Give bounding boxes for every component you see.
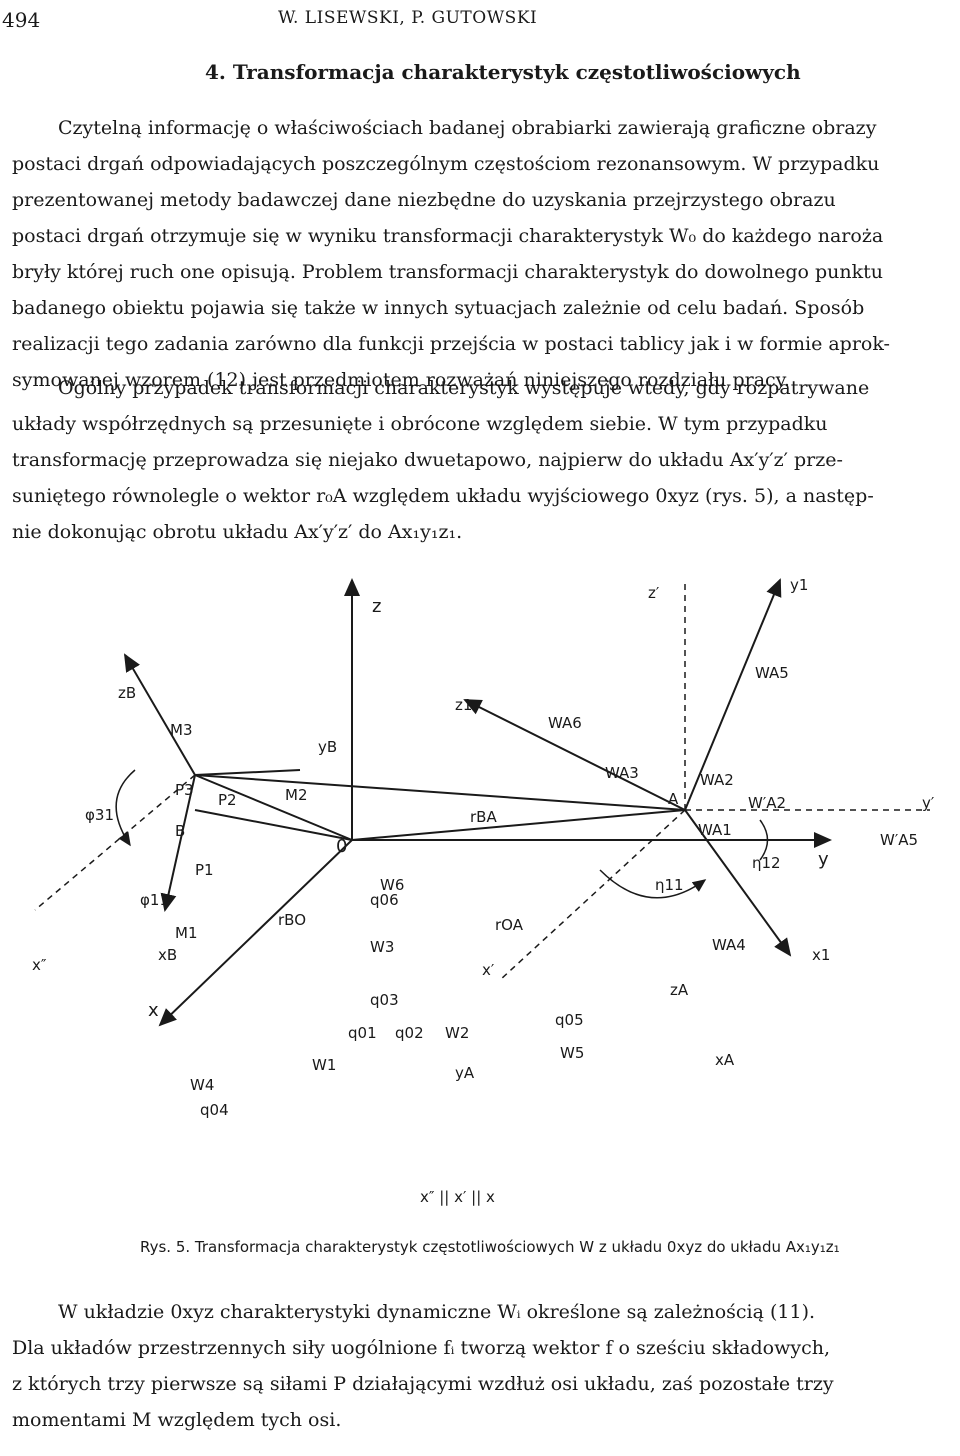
label-W2: W2 xyxy=(445,1024,469,1042)
label-q01: q01 xyxy=(348,1024,377,1042)
label-phi11: φ11 xyxy=(140,891,169,909)
label-P3: P3 xyxy=(175,781,194,799)
text-line: symowanej wzorem (12) jest przedmiotem r… xyxy=(12,369,790,391)
text-line: Dla układów przestrzennych siły uogólnio… xyxy=(12,1337,831,1359)
label-q03: q03 xyxy=(370,991,399,1009)
text-line: postaci drgań odpowiadających poszczegól… xyxy=(12,153,880,175)
label-W6: W6 xyxy=(380,876,404,894)
page-number: 494 xyxy=(2,8,41,32)
label-z1: z1 xyxy=(455,696,472,714)
axis-x1 xyxy=(684,809,792,957)
label-y1: y1 xyxy=(790,576,808,594)
axis-x xyxy=(158,839,353,1027)
label-yp: y′ xyxy=(922,794,935,812)
label-xA: xA xyxy=(715,1051,735,1069)
label-W4: W4 xyxy=(190,1076,214,1094)
label-rOA: rOA xyxy=(495,916,524,934)
label-y: y xyxy=(818,849,829,870)
label-WA3: WA3 xyxy=(605,764,639,782)
text-line: realizacji tego zadania zarówno dla funk… xyxy=(12,333,890,355)
label-q05: q05 xyxy=(555,1011,584,1029)
paragraph-2: Ogólny przypadek transformacji charakter… xyxy=(12,370,952,550)
label-yB: yB xyxy=(318,738,337,756)
axis-xB xyxy=(160,774,196,912)
text-line: prezentowanej metody badawczej dane niez… xyxy=(12,189,836,211)
label-x1: x1 xyxy=(812,946,830,964)
label-eta11: η11 xyxy=(655,876,684,894)
label-M2: M2 xyxy=(285,786,308,804)
text-line: W układzie 0xyz charakterystyki dynamicz… xyxy=(58,1301,816,1323)
text-line: transformację przeprowadza się niejako d… xyxy=(12,449,843,471)
label-q02: q02 xyxy=(395,1024,424,1042)
figure-diagram: z y x 0 zB xB yB B M3 M2 M1 P3 P2 P1 φ31… xyxy=(32,576,935,1206)
angle-eta11-arc xyxy=(599,869,707,899)
label-x: x xyxy=(148,1000,159,1021)
text-line: nie dokonując obrotu układu Ax′y′z′ do A… xyxy=(12,521,463,543)
angle-phi31-arc xyxy=(115,769,136,847)
vector-rBO-2 xyxy=(194,774,353,841)
figure-caption: Rys. 5. Transformacja charakterystyk czę… xyxy=(140,1238,840,1256)
label-W3: W3 xyxy=(370,938,394,956)
label-q06: q06 xyxy=(370,891,399,909)
axis-y1 xyxy=(684,578,782,811)
label-W5: W5 xyxy=(560,1044,584,1062)
label-WA6: WA6 xyxy=(548,714,582,732)
label-eta12: η12 xyxy=(752,854,781,872)
paragraph-1: Czytelną informację o właściwościach bad… xyxy=(12,110,952,398)
label-WA2: WA2 xyxy=(700,771,734,789)
label-origin: 0 xyxy=(336,836,347,857)
axis-zB xyxy=(123,653,196,776)
text-line: układy współrzędnych są przesunięte i ob… xyxy=(12,413,828,435)
angle-eta12-arc xyxy=(759,819,769,861)
label-phi31: φ31 xyxy=(85,806,114,824)
label-xB: xB xyxy=(158,946,177,964)
text-line: bryły której ruch one opisują. Problem t… xyxy=(12,261,884,283)
running-head: W. LISEWSKI, P. GUTOWSKI xyxy=(278,8,538,28)
label-W1: W1 xyxy=(312,1056,336,1074)
label-zA: zA xyxy=(670,981,689,999)
label-rBA: rBA xyxy=(470,808,497,826)
text-line: z których trzy pierwsze są siłami P dzia… xyxy=(12,1373,834,1395)
vector-rBA xyxy=(194,774,686,811)
figure-coordinate-transformation: z y x 0 zB xB yB B M3 M2 M1 P3 P2 P1 φ31… xyxy=(0,560,960,1260)
text-line: suniętego równolegle o wektor r₀A względ… xyxy=(12,485,874,507)
text-line: Czytelną informację o właściwościach bad… xyxy=(58,117,877,139)
label-P1: P1 xyxy=(195,861,214,879)
label-z: z xyxy=(372,596,381,617)
label-xp: x′ xyxy=(482,961,495,979)
axis-z1 xyxy=(463,699,686,811)
section-title: 4. Transformacja charakterystyk częstotl… xyxy=(205,60,801,84)
label-parallel-axes: x″ || x′ || x xyxy=(420,1188,495,1206)
text-line: Ogólny przypadek transformacji charakter… xyxy=(58,377,870,399)
label-WA1: WA1 xyxy=(698,821,732,839)
text-line: postaci drgań otrzymuje się w wyniku tra… xyxy=(12,225,884,247)
axis-xp-dashed xyxy=(499,809,686,981)
text-line: badanego obiektu pojawia się także w inn… xyxy=(12,297,865,319)
label-P2: P2 xyxy=(218,791,237,809)
vector-rBO xyxy=(194,809,353,841)
label-yA: yA xyxy=(455,1064,475,1082)
axis-xpp-dashed xyxy=(34,774,196,911)
label-WA4: WA4 xyxy=(712,936,746,954)
label-A: A xyxy=(668,790,679,808)
label-WA5: WA5 xyxy=(755,664,789,682)
label-xpp: x″ xyxy=(32,956,47,974)
label-rBO: rBO xyxy=(278,911,306,929)
label-zp: z′ xyxy=(648,584,660,602)
paragraph-3: W układzie 0xyz charakterystyki dynamicz… xyxy=(12,1294,952,1438)
page-header: 494 W. LISEWSKI, P. GUTOWSKI xyxy=(0,4,960,34)
axis-yB xyxy=(194,769,301,776)
text-line: momentami M względem tych osi. xyxy=(12,1409,342,1431)
label-WA2p: W′A2 xyxy=(748,794,786,812)
label-M3: M3 xyxy=(170,721,193,739)
label-zB: zB xyxy=(118,684,136,702)
vector-rOA xyxy=(351,809,686,841)
label-M1: M1 xyxy=(175,924,198,942)
label-B: B xyxy=(175,822,185,840)
label-q04: q04 xyxy=(200,1101,229,1119)
label-WA5p: W′A5 xyxy=(880,831,918,849)
